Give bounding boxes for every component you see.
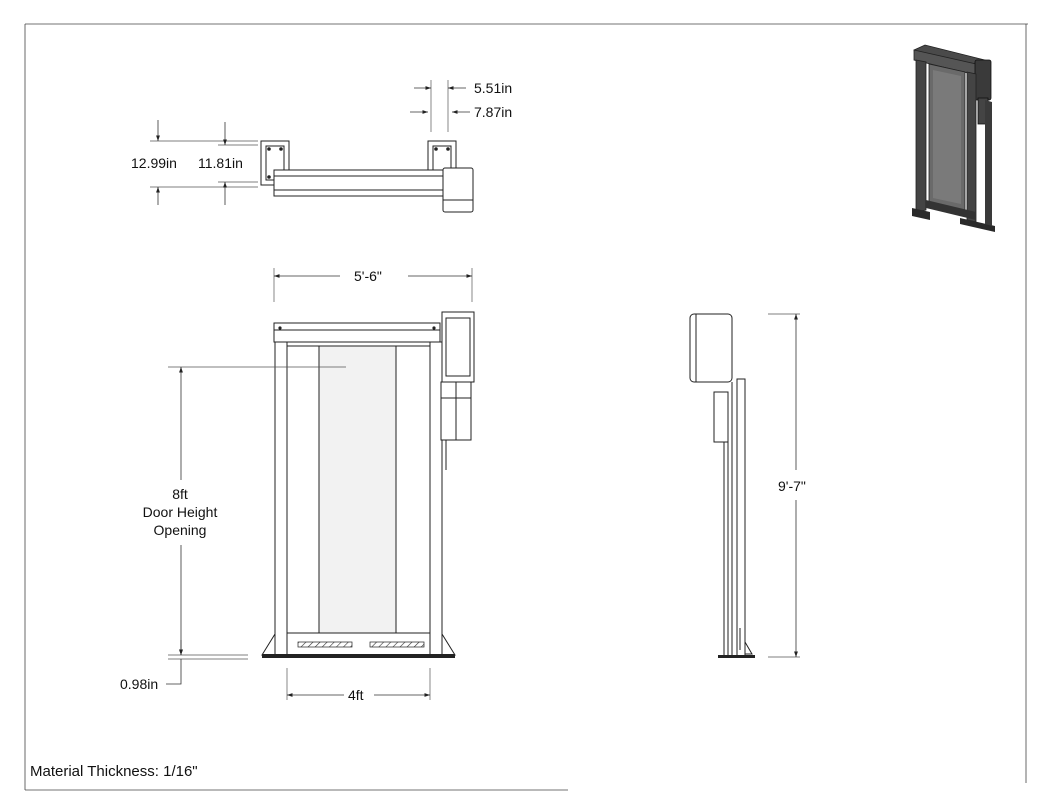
dim-door-height: 8ft Door Height Opening <box>143 366 346 656</box>
isometric-render <box>912 44 995 232</box>
dim-098-label: 0.98in <box>120 676 158 692</box>
material-thickness-note: Material Thickness: 1/16" <box>30 763 198 780</box>
side-view <box>689 313 755 658</box>
dim-551-label: 5.51in <box>474 80 512 96</box>
front-view <box>261 311 475 658</box>
top-view <box>260 140 474 213</box>
dim-door-height-label-1: 8ft <box>172 486 188 502</box>
dim-787: 7.87in <box>410 104 512 120</box>
dim-551: 5.51in <box>414 80 512 132</box>
dim-door-height-label-3: Opening <box>154 522 207 538</box>
dim-height-overall-label: 9'-7" <box>778 478 806 494</box>
sheet-border <box>24 23 1028 791</box>
dim-4ft-label: 4ft <box>348 687 364 703</box>
dim-1181-label: 11.81in <box>198 155 243 171</box>
dim-width-overall-label: 5'-6" <box>354 268 382 284</box>
dim-door-height-label-2: Door Height <box>143 504 218 520</box>
dim-787-label: 7.87in <box>474 104 512 120</box>
dim-height-overall: 9'-7" <box>768 313 806 658</box>
dim-4ft: 4ft <box>286 668 431 703</box>
dim-1181: 11.81in <box>198 122 258 205</box>
dim-1299-label: 12.99in <box>131 155 177 171</box>
dim-098: 0.98in <box>120 640 248 692</box>
dim-width-overall: 5'-6" <box>273 268 473 302</box>
dim-1299: 12.99in <box>131 120 258 205</box>
